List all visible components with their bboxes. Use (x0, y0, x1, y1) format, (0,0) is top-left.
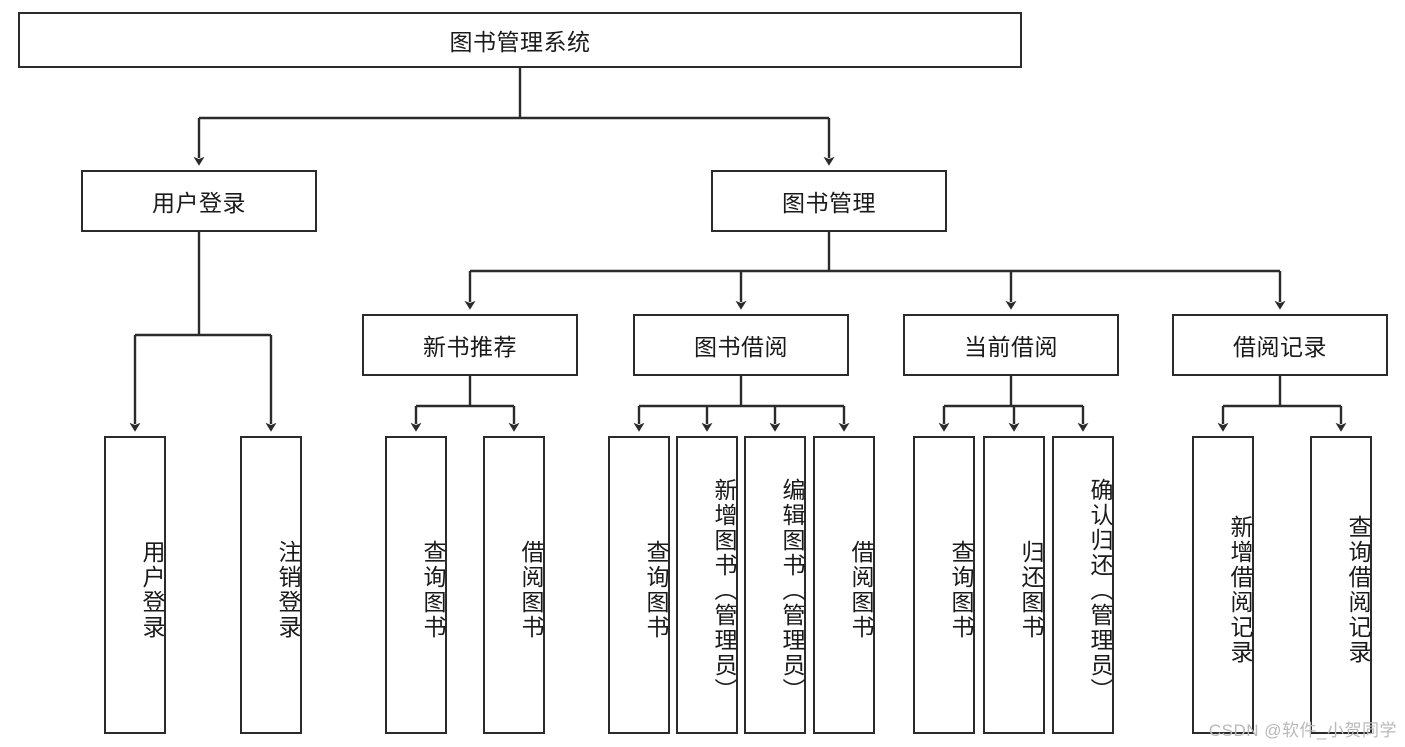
node-current-borrow-label: 当前借阅 (964, 334, 1058, 360)
node-book-borrow[interactable]: 图书借阅 (633, 314, 849, 376)
leaf-add-book[interactable]: 新增图书（管理员） (676, 436, 738, 734)
node-new-book-recommend-label: 新书推荐 (423, 334, 517, 360)
node-borrow-record[interactable]: 借阅记录 (1172, 314, 1388, 376)
node-book-borrow-label: 图书借阅 (694, 334, 788, 360)
leaf-return-book[interactable]: 归还图书 (983, 436, 1045, 734)
leaf-confirm-return-label: 确认归还（管理员） (1087, 477, 1113, 703)
leaf-edit-book[interactable]: 编辑图书（管理员） (744, 436, 806, 734)
node-book-manage[interactable]: 图书管理 (711, 170, 947, 232)
node-user-login-label: 用户登录 (152, 190, 246, 216)
leaf-user-login-label: 用户登录 (139, 540, 165, 640)
leaf-return-book-label: 归还图书 (1018, 540, 1044, 640)
node-root[interactable]: 图书管理系统 (18, 12, 1022, 68)
leaf-add-book-label: 新增图书（管理员） (711, 477, 737, 703)
leaf-user-login[interactable]: 用户登录 (104, 436, 166, 734)
leaf-query-borrow-record-label: 查询借阅记录 (1345, 515, 1371, 665)
leaf-borrow-book-2-label: 借阅图书 (848, 540, 874, 640)
node-borrow-record-label: 借阅记录 (1233, 334, 1327, 360)
leaf-confirm-return[interactable]: 确认归还（管理员） (1052, 436, 1114, 734)
leaf-query-book-1-label: 查询图书 (420, 540, 446, 640)
leaf-query-book-3[interactable]: 查询图书 (913, 436, 975, 734)
leaf-borrow-book-1-label: 借阅图书 (518, 540, 544, 640)
leaf-add-borrow-record-label: 新增借阅记录 (1227, 515, 1253, 665)
leaf-query-borrow-record[interactable]: 查询借阅记录 (1310, 436, 1372, 734)
leaf-query-book-3-label: 查询图书 (948, 540, 974, 640)
leaf-logout[interactable]: 注销登录 (240, 436, 302, 734)
leaf-query-book-2-label: 查询图书 (643, 540, 669, 640)
csdn-watermark: CSDN @软件_小贺同学 (1208, 721, 1397, 740)
leaf-add-borrow-record[interactable]: 新增借阅记录 (1192, 436, 1254, 734)
node-root-label: 图书管理系统 (449, 29, 591, 55)
node-user-login[interactable]: 用户登录 (81, 170, 317, 232)
node-book-manage-label: 图书管理 (782, 190, 876, 216)
leaf-borrow-book-1[interactable]: 借阅图书 (483, 436, 545, 734)
leaf-query-book-1[interactable]: 查询图书 (385, 436, 447, 734)
node-current-borrow[interactable]: 当前借阅 (903, 314, 1119, 376)
leaf-query-book-2[interactable]: 查询图书 (608, 436, 670, 734)
leaf-logout-label: 注销登录 (275, 540, 301, 640)
leaf-edit-book-label: 编辑图书（管理员） (779, 477, 805, 703)
leaf-borrow-book-2[interactable]: 借阅图书 (813, 436, 875, 734)
node-new-book-recommend[interactable]: 新书推荐 (362, 314, 578, 376)
